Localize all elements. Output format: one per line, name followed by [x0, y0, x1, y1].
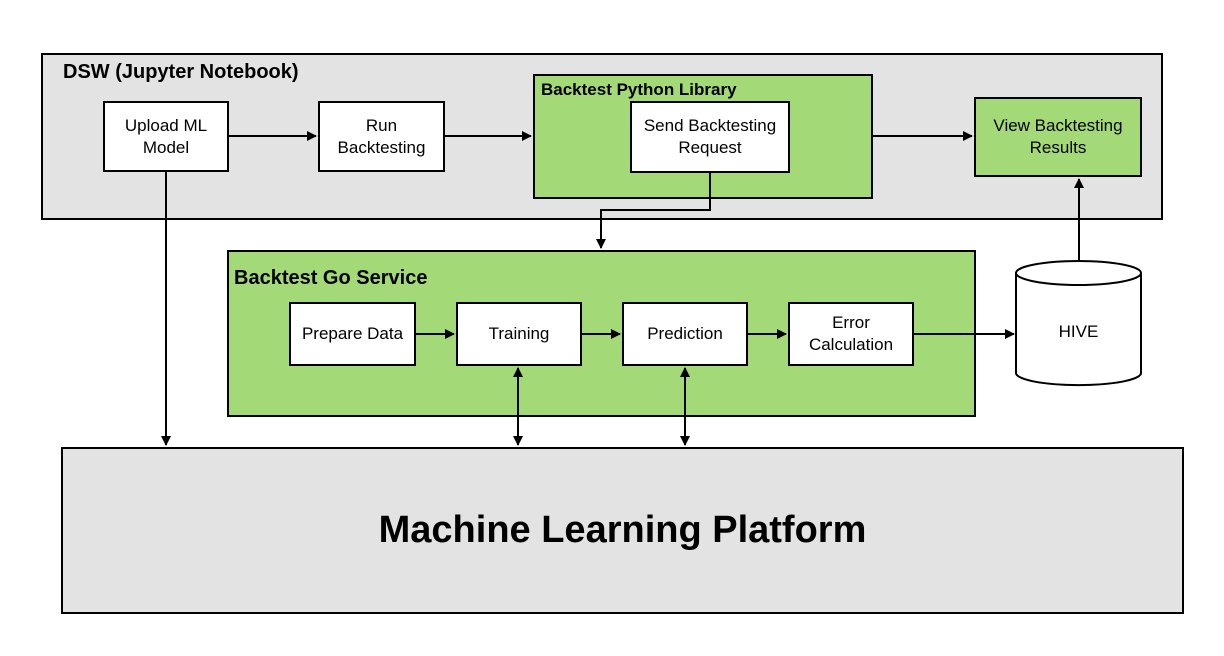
view-backtesting-results-node[interactable]: View Backtesting Results [974, 97, 1142, 177]
ml-platform-container[interactable]: Machine Learning Platform [61, 447, 1184, 614]
go-service-title: Backtest Go Service [234, 267, 428, 289]
python-library-title: Backtest Python Library [541, 80, 737, 99]
dsw-title: DSW (Jupyter Notebook) [63, 61, 299, 83]
ml-platform-title: Machine Learning Platform [378, 509, 867, 551]
error-calculation-node[interactable]: Error Calculation [788, 302, 914, 366]
send-backtesting-request-node[interactable]: Send Backtesting Request [630, 101, 790, 173]
hive-label: HIVE [1058, 322, 1099, 341]
upload-ml-model-node[interactable]: Upload ML Model [103, 101, 229, 172]
prepare-data-node[interactable]: Prepare Data [289, 302, 416, 366]
run-backtesting-node[interactable]: Run Backtesting [318, 101, 445, 172]
prediction-node[interactable]: Prediction [622, 302, 748, 366]
training-node[interactable]: Training [456, 302, 582, 366]
